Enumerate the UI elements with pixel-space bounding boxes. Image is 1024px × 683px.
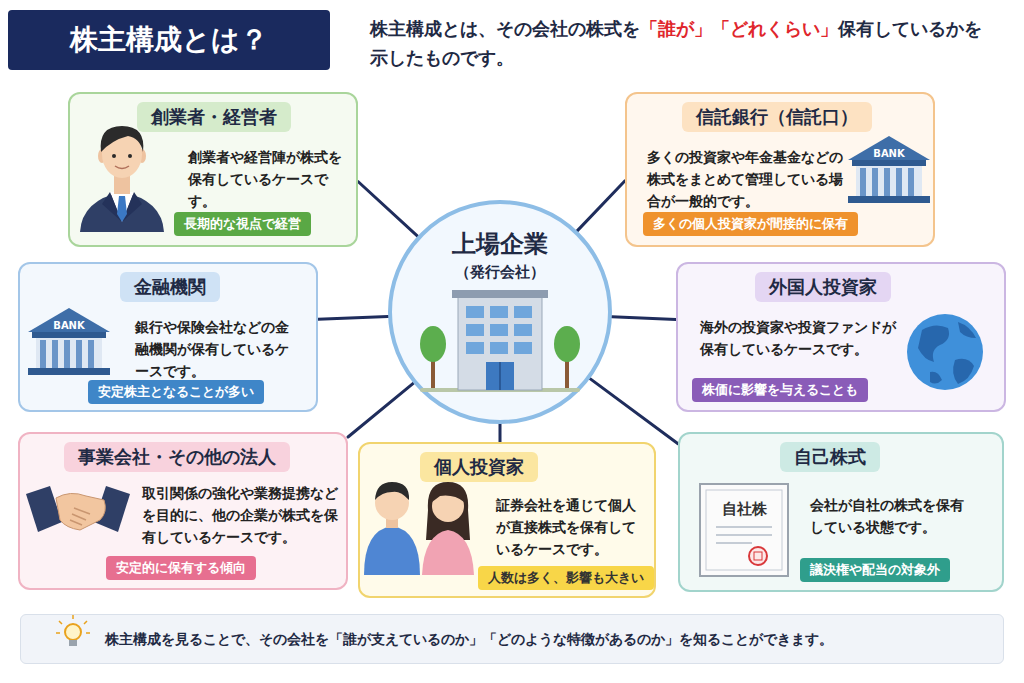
shareholder-card: 事業会社・その他の法人取引関係の強化や業務提携などを目的に、他の企業が株式を保有…	[18, 432, 348, 590]
tag-text: 安定的に保有する傾向	[116, 560, 246, 575]
tag-badge: 人数は多く、影響も大きい	[478, 566, 654, 590]
summary-band: 株主構成を見ることで、その会社を「誰が支えているのか」「どのような特徴があるのか…	[20, 614, 1004, 664]
card-heading: 信託銀行（信託口）	[682, 102, 872, 132]
tag-badge: 株価に影響を与えることも	[692, 378, 868, 402]
shareholder-card: 信託銀行（信託口） 多くの投資家や年金基金などの株式をまとめて管理している場合が一…	[625, 92, 935, 247]
certificate-text: 自社株	[722, 500, 767, 519]
circle-subheading: （発行会社）	[392, 262, 608, 282]
shareholder-card: 創業者・経営者創業者や経営陣が株式を保有しているケースです。長期的な視点で経営	[68, 92, 358, 247]
connector-line	[348, 383, 414, 437]
title-banner: 株主構成とは？	[8, 10, 330, 70]
tag-text: 安定株主となることが多い	[98, 384, 254, 399]
connector-line	[318, 317, 388, 320]
connector-line	[577, 181, 625, 231]
connector-line	[358, 182, 418, 237]
card-body-text: 取引関係の強化や業務提携などを目的に、他の企業が株式を保有しているケースです。	[142, 482, 338, 548]
circle-heading: 上場企業	[392, 228, 608, 260]
title-text: 株主構成とは？	[70, 21, 268, 59]
summary-text: 株主構成を見ることで、その会社を「誰が支えているのか」「どのような特徴があるのか…	[105, 615, 995, 663]
description-block: 株主構成とは、その会社の株式を「誰が」「どれくらい」保有しているかを示したもので…	[370, 14, 996, 72]
card-body-text: 証券会社を通じて個人が直接株式を保有しているケースです。	[496, 494, 648, 560]
company-circle: 上場企業（発行会社）	[388, 200, 612, 424]
tag-badge: 議決権や配当の対象外	[800, 558, 950, 582]
shareholder-card: 個人投資家証券会社を通じて個人が直接株式を保有しているケースです。人数は多く、影…	[358, 442, 656, 598]
tag-badge: 安定株主となることが多い	[88, 380, 264, 404]
description-text: 株主構成とは、その会社の株式を	[370, 18, 640, 39]
tag-badge: 多くの個人投資家が間接的に保有	[643, 212, 858, 236]
bank-sign: BANK	[53, 320, 84, 331]
card-heading: 個人投資家	[420, 452, 538, 482]
card-body-text: 海外の投資家や投資ファンドが保有しているケースです。	[700, 316, 900, 360]
connector-line	[499, 424, 502, 442]
shareholder-card: 金融機関銀行や保険会社などの金融機関が保有しているケースです。安定株主となること…	[18, 262, 318, 412]
description-highlight: 「誰が」「どれくらい」	[640, 18, 838, 39]
tag-text: 多くの個人投資家が間接的に保有	[653, 216, 848, 231]
tag-badge: 長期的な視点で経営	[174, 212, 311, 236]
shareholder-card: 外国人投資家海外の投資家や投資ファンドが保有しているケースです。株価に影響を与え…	[676, 262, 1006, 412]
tag-badge: 安定的に保有する傾向	[106, 556, 256, 580]
connector-line	[612, 317, 676, 320]
tag-text: 議決権や配当の対象外	[810, 562, 940, 577]
card-body-text: 創業者や経営陣が株式を保有しているケースです。	[188, 146, 348, 212]
card-body-text: 会社が自社の株式を保有している状態です。	[810, 494, 968, 538]
card-heading: 創業者・経営者	[137, 102, 291, 132]
tag-text: 人数は多く、影響も大きい	[488, 570, 644, 585]
card-heading: 自己株式	[780, 442, 880, 472]
card-heading: 外国人投資家	[755, 272, 891, 302]
card-heading: 金融機関	[120, 272, 220, 302]
card-body-text: 多くの投資家や年金基金などの株式をまとめて管理している場合が一般的です。	[647, 146, 847, 212]
card-heading: 事業会社・その他の法人	[64, 442, 290, 472]
connector-line	[590, 379, 678, 444]
tag-text: 長期的な視点で経営	[184, 216, 301, 231]
card-body-text: 銀行や保険会社などの金融機関が保有しているケースです。	[135, 316, 295, 382]
bank-sign: BANK	[873, 148, 904, 159]
tag-text: 株価に影響を与えることも	[702, 382, 858, 397]
